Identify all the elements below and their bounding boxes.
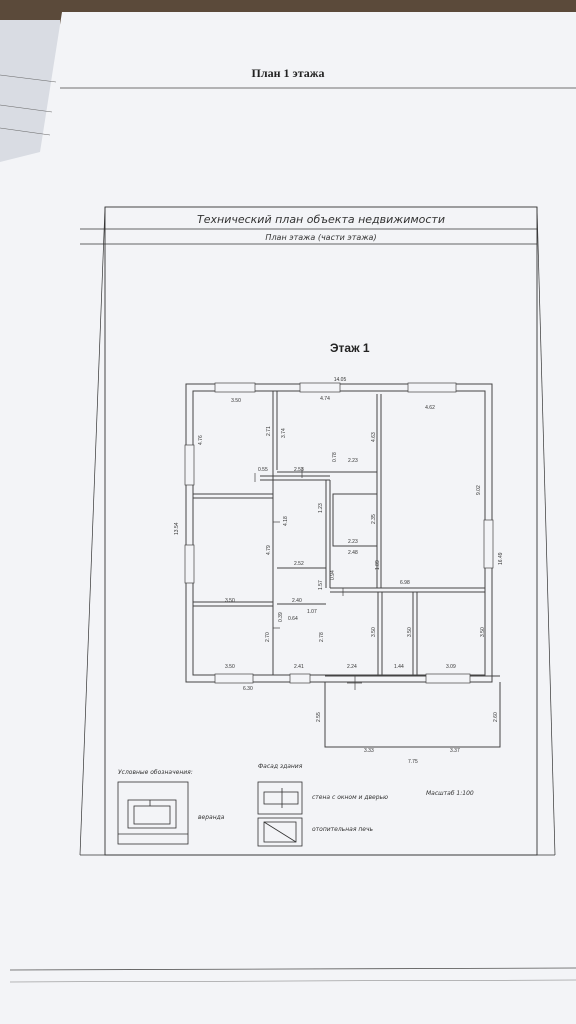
dimension-label: 2.48: [348, 550, 358, 556]
dimension-label: 3.33: [364, 748, 374, 754]
dimension-label: 1.57: [318, 580, 324, 590]
dimension-label: 0.39: [278, 612, 284, 622]
dimension-label: 2.40: [292, 598, 302, 604]
dimension-label: 4.63: [371, 432, 377, 442]
dimension-label: 2.35: [371, 514, 377, 524]
dimension-label: 13.54: [174, 522, 180, 535]
dimension-label: 0.55: [258, 467, 268, 473]
dimension-label: 3.50: [225, 598, 235, 604]
dimension-label: 3.74: [281, 428, 287, 438]
dimension-label: 3.09: [446, 664, 456, 670]
dimension-label: 1.44: [394, 664, 404, 670]
veranda-outline: [324, 682, 501, 748]
frame-subtitle: План этажа (части этажа): [265, 233, 377, 242]
dimension-label: 2.23: [348, 458, 358, 464]
dimension-label: 2.55: [316, 712, 322, 722]
dimension-label: 6.30: [243, 686, 253, 692]
legend-title: Условные обозначения:: [118, 769, 193, 776]
dimension-label: 4.79: [266, 545, 272, 555]
dimension-label: 2.71: [266, 426, 272, 436]
floor-label: Этаж 1: [330, 341, 370, 355]
dimension-label: 3.50: [371, 627, 377, 637]
dimension-label: 1.07: [307, 609, 317, 615]
dimension-label: 14.05: [334, 377, 347, 383]
legend-scale: Масштаб 1:100: [426, 790, 474, 797]
dimension-label: 3.50: [407, 627, 413, 637]
stove-symbol: [257, 817, 303, 847]
dimension-label: 3.37: [450, 748, 460, 754]
dimension-label: 0.64: [288, 616, 298, 622]
page-title: План 1 этажа: [251, 66, 325, 80]
dimension-label: 2.60: [493, 712, 499, 722]
dimension-label: 6.98: [400, 580, 410, 586]
dimension-label: 2.53: [294, 467, 304, 473]
dimension-label: 16.49: [498, 552, 504, 565]
dimension-label: 0.94: [330, 570, 336, 580]
legend-facade: Фасад здания: [258, 763, 303, 770]
dimension-label: 2.24: [347, 664, 357, 670]
dimension-label: 2.23: [348, 539, 358, 545]
dimension-label: 0.78: [332, 452, 338, 462]
dimension-label: 2.78: [319, 632, 325, 642]
dimension-label: 4.62: [425, 405, 435, 411]
wall-symbol: [257, 781, 303, 815]
dimension-label: 9.02: [476, 485, 482, 495]
dimension-label: 3.50: [480, 627, 486, 637]
veranda-symbol: [117, 781, 189, 845]
dimension-label: 4.18: [283, 516, 289, 526]
legend-veranda: веранда: [198, 814, 225, 821]
dimension-label: 2.41: [294, 664, 304, 670]
dimension-label: 3.50: [231, 398, 241, 404]
dimension-label: 1.23: [318, 503, 324, 513]
dimension-label: 2.70: [265, 632, 271, 642]
legend-stove: отопительная печь: [312, 826, 374, 833]
dimension-label: 1.89: [375, 560, 381, 570]
frame-title: Технический план объекта недвижимости: [197, 213, 445, 226]
legend-wall: стена с окном и дверью: [312, 794, 389, 801]
dimension-label: 2.52: [294, 561, 304, 567]
dimension-label: 4.74: [320, 396, 330, 402]
dimension-label: 3.50: [225, 664, 235, 670]
dimension-label: 4.76: [198, 435, 204, 445]
dimension-label: 7.75: [408, 759, 418, 765]
